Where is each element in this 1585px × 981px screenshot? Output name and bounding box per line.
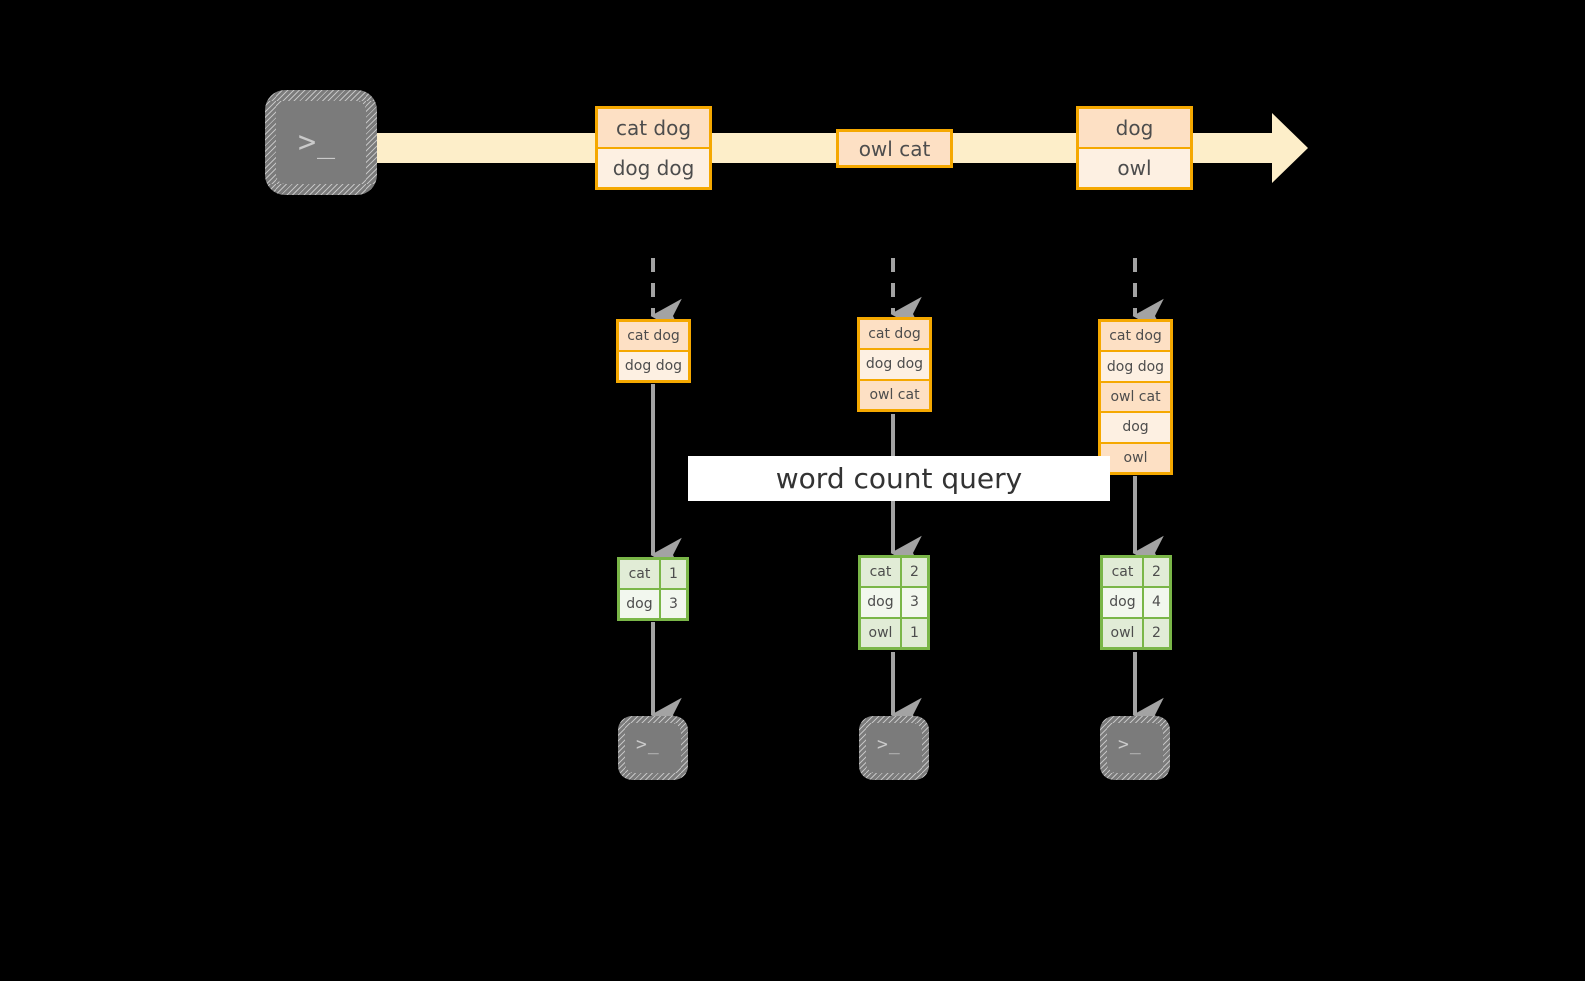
sink-terminal-1[interactable]: >_ [618, 716, 688, 780]
result-count: 3 [909, 594, 919, 611]
source-terminal[interactable]: >_ [265, 90, 377, 195]
input-record-row: dog dog [619, 350, 688, 380]
result-count: 4 [1151, 594, 1161, 611]
input-record-row: cat dog [860, 320, 929, 349]
stream-record-line: dog [1079, 109, 1190, 147]
result-count: 1 [660, 560, 686, 588]
terminal-prompt-icon: >_ [877, 734, 901, 755]
input-records-3[interactable]: cat dog dog dog owl cat dog owl [1098, 319, 1173, 475]
stream-record-line: owl cat [839, 132, 950, 165]
query-label-text: word count query [775, 462, 1023, 495]
result-count: 3 [668, 596, 678, 612]
stream-record-line: owl [1079, 147, 1190, 187]
result-count: 1 [901, 618, 927, 647]
table-row: owl 2 [1103, 616, 1169, 647]
stream-record-1[interactable]: cat dog dog dog [595, 106, 712, 190]
sink-terminal-body [625, 723, 681, 773]
sink-terminal-3[interactable]: >_ [1100, 716, 1170, 780]
word-count-result-2[interactable]: cat 2 dog 3 owl 1 [858, 555, 930, 650]
terminal-prompt-icon: >_ [636, 734, 660, 755]
table-row: dog 4 [1103, 586, 1169, 617]
result-word: owl [861, 618, 902, 647]
input-record-row: owl cat [1101, 380, 1170, 412]
table-row: dog 3 [620, 588, 686, 618]
input-record-row: dog [1101, 411, 1170, 442]
stream-record-3[interactable]: dog owl [1076, 106, 1193, 190]
result-count: 2 [1143, 558, 1169, 587]
word-count-result-3[interactable]: cat 2 dog 4 owl 2 [1100, 555, 1172, 650]
result-word: dog [1103, 588, 1144, 617]
stream-record-line: cat dog [598, 109, 709, 147]
table-row: cat 1 [620, 560, 686, 588]
input-record-row: cat dog [619, 322, 688, 350]
table-row: cat 2 [861, 558, 927, 587]
query-label: word count query [688, 456, 1110, 501]
input-record-row: dog dog [860, 348, 929, 379]
input-record-row: dog dog [1101, 350, 1170, 381]
sink-terminal-body [1107, 723, 1163, 773]
table-row: owl 1 [861, 616, 927, 647]
input-records-1[interactable]: cat dog dog dog [616, 319, 691, 383]
table-row: cat 2 [1103, 558, 1169, 587]
stream-record-line: dog dog [598, 147, 709, 187]
result-count: 2 [901, 558, 927, 587]
sink-terminal-body [866, 723, 922, 773]
result-count: 2 [1143, 618, 1169, 647]
result-word: owl [1103, 618, 1144, 647]
result-word: cat [861, 558, 902, 587]
source-terminal-body [276, 101, 366, 184]
table-row: dog 3 [861, 586, 927, 617]
stream-record-2[interactable]: owl cat [836, 129, 953, 168]
input-record-row: owl [1101, 441, 1170, 473]
sink-terminal-2[interactable]: >_ [859, 716, 929, 780]
result-word: dog [861, 588, 902, 617]
input-record-row: cat dog [1101, 322, 1170, 351]
input-records-2[interactable]: cat dog dog dog owl cat [857, 317, 932, 412]
terminal-prompt-icon: >_ [298, 125, 337, 160]
word-count-result-1[interactable]: cat 1 dog 3 [617, 557, 689, 621]
result-word: cat [620, 560, 661, 588]
result-word: dog [620, 590, 661, 618]
input-record-row: owl cat [860, 378, 929, 409]
result-word: cat [1103, 558, 1144, 587]
terminal-prompt-icon: >_ [1118, 734, 1142, 755]
